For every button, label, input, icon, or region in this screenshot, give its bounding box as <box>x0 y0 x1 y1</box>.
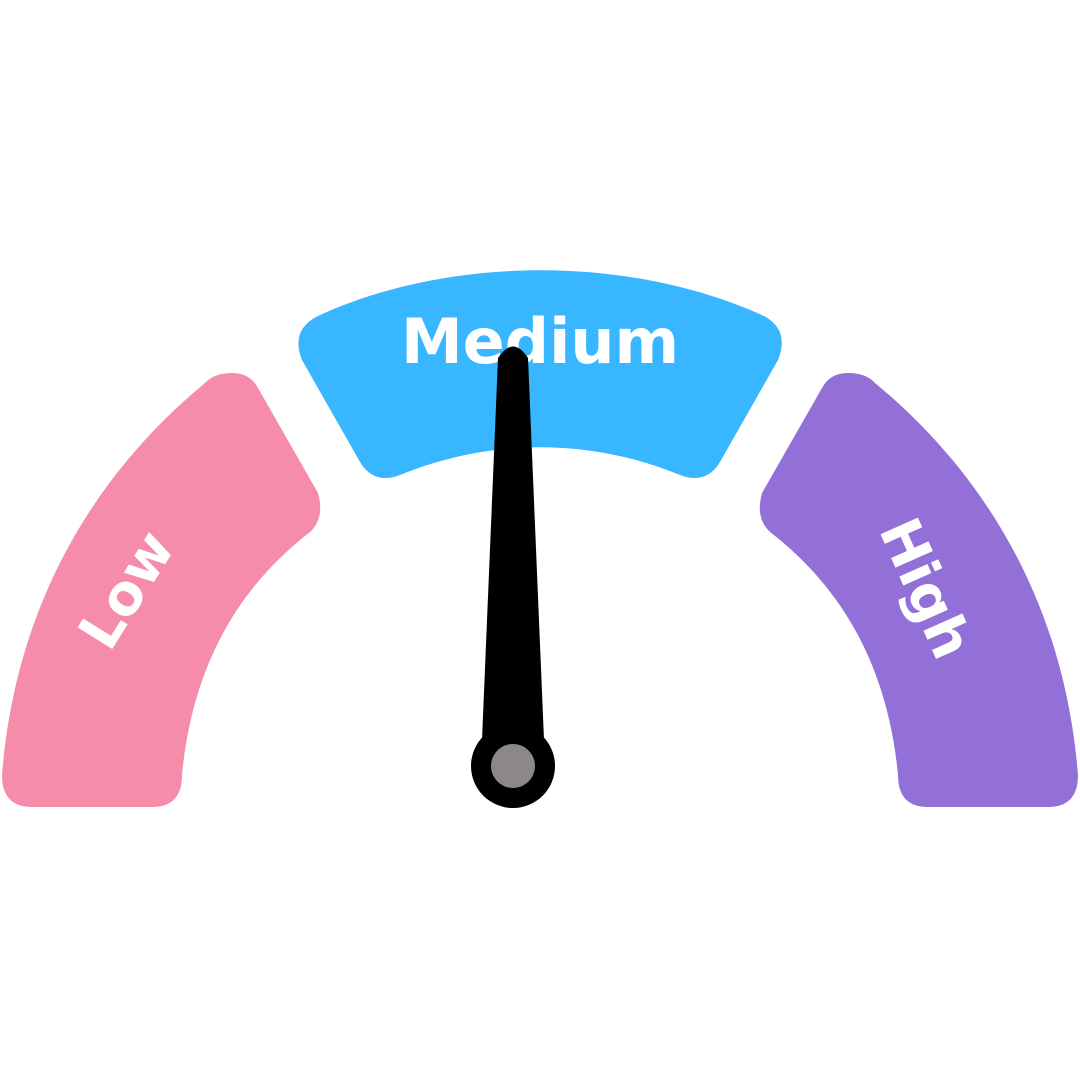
needle-hub-cap <box>491 744 535 788</box>
high-segment: High <box>759 373 1078 807</box>
medium-segment-band <box>298 270 782 479</box>
high-segment-band <box>759 373 1078 807</box>
medium-segment: Medium <box>298 270 782 479</box>
low-segment: Low <box>2 373 321 807</box>
needle <box>471 346 555 808</box>
needle-pointer <box>482 346 544 740</box>
medium-label: Medium <box>401 305 679 378</box>
low-segment-band <box>2 373 321 807</box>
